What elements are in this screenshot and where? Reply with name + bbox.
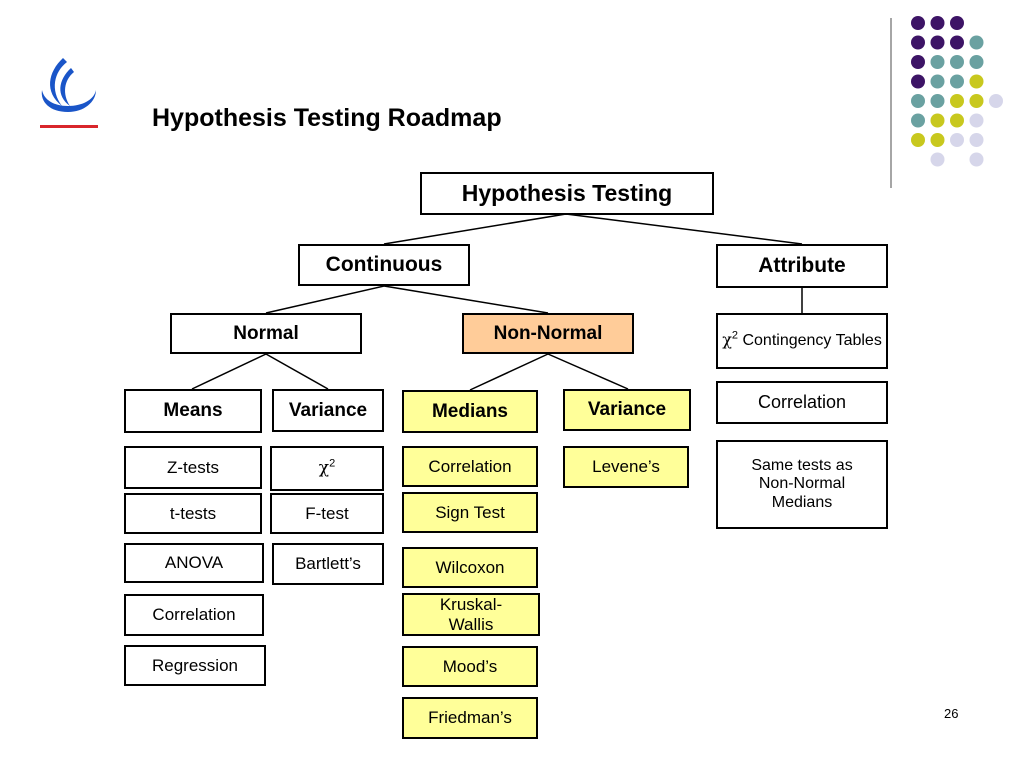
test-anova: ANOVA <box>124 543 264 583</box>
connector-normal-means <box>191 353 267 390</box>
decorative-dot <box>930 35 945 50</box>
test-chi-square: χ2 <box>270 446 384 491</box>
decorative-dot <box>930 55 945 69</box>
decorative-dot-grid <box>890 16 1003 188</box>
decorative-dot <box>911 133 925 147</box>
node-variance-normal: Variance <box>272 389 384 432</box>
node-hypothesis-testing: Hypothesis Testing <box>420 172 714 215</box>
decorative-dot <box>969 94 984 108</box>
decorative-dot <box>989 94 1003 108</box>
node-non-normal: Non-Normal <box>462 313 634 354</box>
decorative-dot <box>969 152 984 167</box>
node-attribute-correlation: Correlation <box>716 381 888 424</box>
test-bartletts: Bartlett’s <box>272 543 384 585</box>
chi-symbol: χ <box>318 458 330 479</box>
connector-root-attribute <box>565 213 803 245</box>
chi-exponent: 2 <box>731 329 739 342</box>
decorative-dot <box>930 16 945 30</box>
node-attribute: Attribute <box>716 244 888 288</box>
decorative-dot <box>969 74 984 89</box>
test-z-tests: Z-tests <box>124 446 262 489</box>
decorative-dot <box>930 152 945 167</box>
connector-nonnormal-variance <box>547 353 629 390</box>
connector-normal-variance <box>265 353 329 390</box>
connector-continuous-nonnormal <box>383 285 549 314</box>
chi-symbol: χ <box>722 330 732 350</box>
contingency-label: Contingency Tables <box>738 332 882 350</box>
decorative-dot <box>969 113 984 128</box>
decorative-dot <box>969 55 984 69</box>
decorative-dot <box>911 35 925 50</box>
decorative-dot <box>911 16 925 30</box>
test-kruskal-wallis: Kruskal-Wallis <box>402 593 540 636</box>
decorative-dot <box>950 94 964 108</box>
test-f-test: F-test <box>270 493 384 534</box>
decorative-dot <box>969 35 984 50</box>
slide-title: Hypothesis Testing Roadmap <box>152 104 502 132</box>
decorative-dot <box>950 133 964 147</box>
test-wilcoxon: Wilcoxon <box>402 547 538 588</box>
decorative-dot <box>950 35 964 50</box>
decorative-dot <box>950 16 964 30</box>
node-variance-nonnormal: Variance <box>563 389 691 431</box>
decorative-dot <box>911 94 925 108</box>
node-normal: Normal <box>170 313 362 354</box>
decorative-dot <box>911 55 925 69</box>
node-medians: Medians <box>402 390 538 433</box>
decorative-dot <box>930 133 945 147</box>
decorative-dot <box>950 55 964 69</box>
test-moods: Mood’s <box>402 646 538 687</box>
connector-nonnormal-medians <box>469 353 549 391</box>
node-chi-square-contingency-tables: χ2 Contingency Tables <box>716 313 888 369</box>
decorative-dot <box>950 74 964 89</box>
node-continuous: Continuous <box>298 244 470 286</box>
test-correlation-nonnormal: Correlation <box>402 446 538 487</box>
decorative-dot <box>911 113 925 128</box>
test-levenes: Levene’s <box>563 446 689 488</box>
decorative-dot <box>950 113 964 128</box>
connector-root-continuous <box>383 213 567 245</box>
decorative-dot <box>969 133 984 147</box>
test-friedmans: Friedman’s <box>402 697 538 739</box>
page-number: 26 <box>944 706 959 721</box>
decorative-dot <box>930 94 945 108</box>
chi-exponent: 2 <box>329 457 336 470</box>
connector-continuous-normal <box>265 285 385 314</box>
test-sign-test: Sign Test <box>402 492 538 533</box>
node-means: Means <box>124 389 262 433</box>
test-correlation-normal: Correlation <box>124 594 264 636</box>
test-regression: Regression <box>124 645 266 686</box>
test-t-tests: t-tests <box>124 493 262 534</box>
decorative-dot <box>930 74 945 89</box>
decorative-dot <box>930 113 945 128</box>
node-same-tests: Same tests as Non-Normal Medians <box>716 440 888 529</box>
university-logo-icon <box>40 58 98 128</box>
decorative-dot <box>911 74 925 89</box>
